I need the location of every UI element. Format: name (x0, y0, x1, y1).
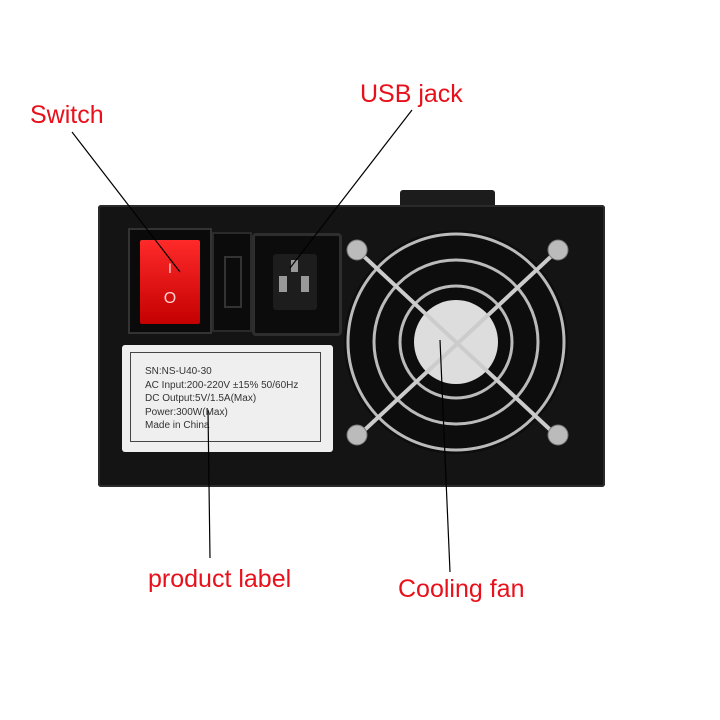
label-origin: Made in China (145, 420, 210, 431)
product-label: SN:NS-U40-30 AC Input:200-220V ±15% 50/6… (122, 345, 333, 452)
label-power: Power:300W(Max) (145, 406, 228, 418)
callout-usb-jack: USB jack (360, 80, 463, 108)
top-bracket (400, 190, 495, 208)
power-switch[interactable]: I O (140, 240, 200, 324)
label-dc-output: DC Output:5V/1.5A(Max) (145, 393, 257, 404)
label-sn: SN:NS-U40-30 (145, 366, 212, 377)
label-ac-input: AC Input:200-220V ±15% 50/60Hz (145, 379, 299, 391)
screw-icon (547, 424, 569, 446)
screw-icon (346, 239, 368, 261)
leader-lines (71, 109, 451, 573)
switch-on-mark: I (168, 260, 172, 276)
callout-cooling-fan: Cooling fan (398, 575, 525, 603)
fuse-holder (212, 232, 252, 332)
power-socket[interactable] (252, 233, 342, 336)
cooling-fan (344, 230, 569, 454)
screw-icon (346, 424, 368, 446)
switch-off-mark: O (163, 290, 177, 307)
screw-icon (547, 239, 569, 261)
callout-switch: Switch (30, 101, 104, 129)
callout-product-label: product label (148, 565, 292, 593)
